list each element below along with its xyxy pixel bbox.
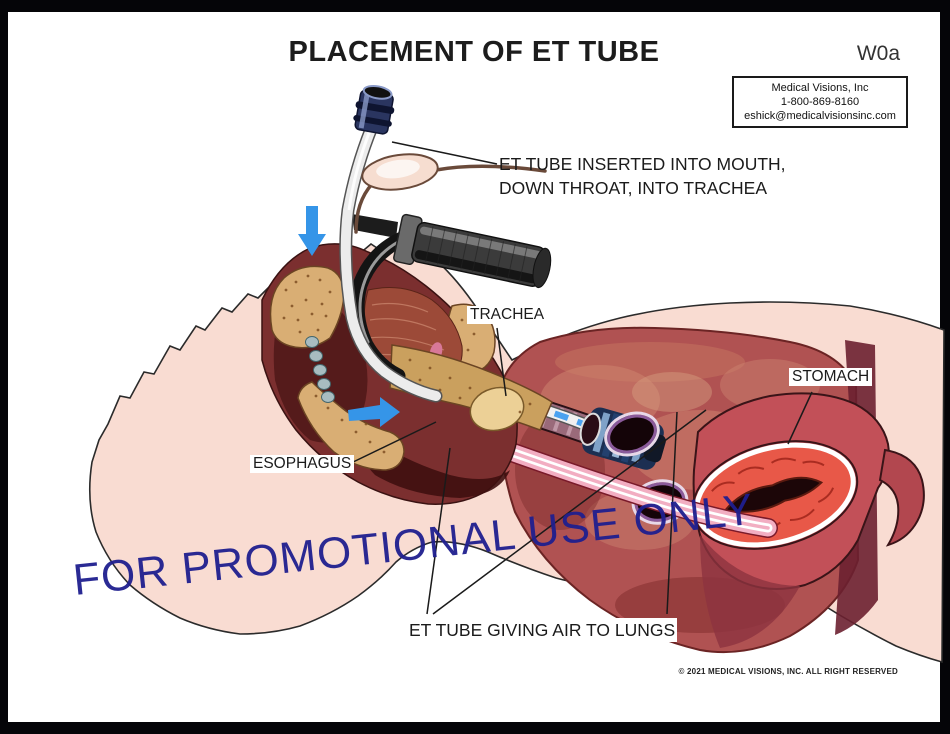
direction-arrows <box>298 206 400 427</box>
et-tube <box>339 84 547 403</box>
right-arrow-icon <box>348 397 400 427</box>
pilot-balloon <box>354 153 547 234</box>
label-et-tube-insertion-line2: DOWN THROAT, INTO TRACHEA <box>499 178 768 198</box>
phone-number: 1-800-869-8160 <box>780 96 860 108</box>
contact-box: Medical Visions, Inc 1-800-869-8160 eshi… <box>732 76 908 128</box>
company-name: Medical Visions, Inc <box>771 82 869 94</box>
teeth <box>305 336 335 403</box>
laryngoscope-handle <box>393 213 552 289</box>
et-tube-connector <box>353 84 395 135</box>
leader-lines <box>348 141 813 615</box>
label-et-tube-insertion: ET TUBE INSERTED INTO MOUTH, DOWN THROAT… <box>499 152 786 200</box>
email-address: eshick@medicalvisionsinc.com <box>744 110 896 122</box>
label-trachea: TRACHEA <box>467 306 548 324</box>
label-et-tube-insertion-line1: ET TUBE INSERTED INTO MOUTH, <box>499 154 786 174</box>
laryngoscope <box>349 213 552 384</box>
page-title: PLACEMENT OF ET TUBE <box>288 36 660 68</box>
label-esophagus: ESOPHAGUS <box>250 455 355 473</box>
label-stomach: STOMACH <box>789 368 873 386</box>
down-arrow-icon <box>298 206 326 256</box>
label-et-tube-lungs: ET TUBE GIVING AIR TO LUNGS <box>407 618 678 642</box>
copyright-notice: © 2021 MEDICAL VISIONS, INC. ALL RIGHT R… <box>678 667 898 676</box>
catalog-code: W0a <box>856 42 900 65</box>
